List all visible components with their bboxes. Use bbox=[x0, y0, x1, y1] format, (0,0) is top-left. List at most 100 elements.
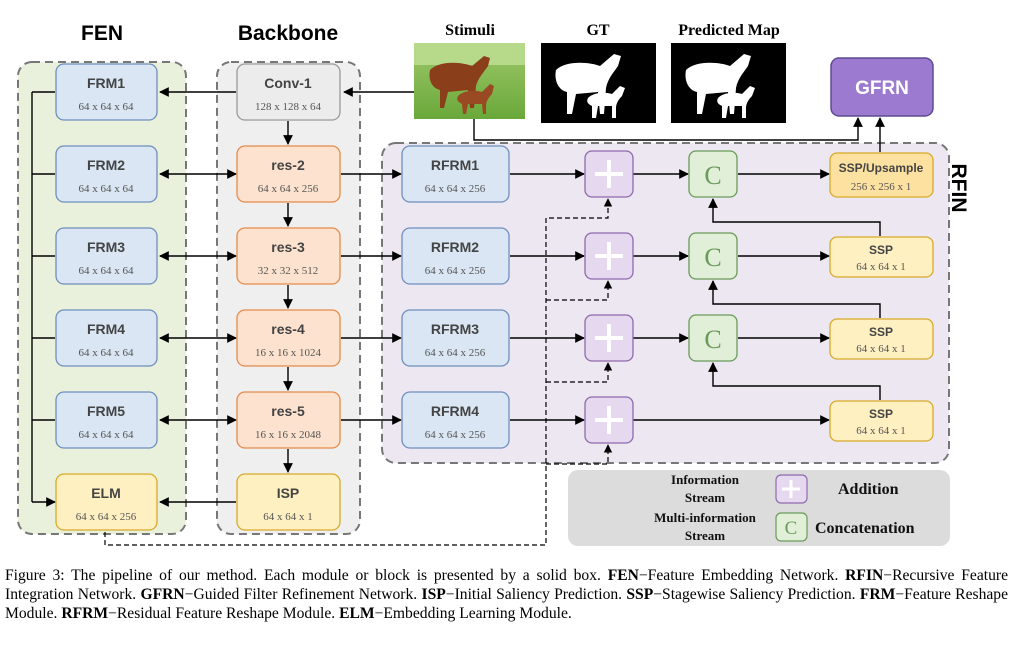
frm2-name: FRM2 bbox=[87, 157, 125, 173]
frm5-name: FRM5 bbox=[87, 403, 125, 419]
legend: Information Stream Multi-information Str… bbox=[568, 470, 950, 546]
fen-group bbox=[17, 61, 187, 535]
legend-info-line2: Stream bbox=[685, 490, 725, 505]
res3-name: res-3 bbox=[271, 239, 305, 255]
figure-caption: Figure 3: The pipeline of our method. Ea… bbox=[5, 566, 1008, 623]
caption-abbr-frm: FRM bbox=[859, 586, 896, 603]
isp-dim: 64 x 64 x 1 bbox=[263, 511, 313, 523]
frm2-dim: 64 x 64 x 64 bbox=[79, 183, 135, 195]
caption-def-elm: −Embedding Learning Module. bbox=[374, 605, 572, 622]
rfrm3-name: RFRM3 bbox=[431, 321, 479, 337]
stimuli-image bbox=[414, 43, 525, 119]
caption-def-rfin: −Recursive Feature Integration Network. bbox=[5, 567, 1008, 603]
predicted-title: Predicted Map bbox=[678, 22, 780, 39]
legend-addition-icon bbox=[775, 474, 808, 504]
legend-multi-line2: Stream bbox=[685, 528, 725, 543]
legend-info-line1: Information bbox=[671, 472, 740, 487]
frm4-dim: 64 x 64 x 64 bbox=[79, 347, 135, 359]
rfrm3-dim: 64 x 64 x 256 bbox=[425, 347, 486, 359]
ssp-upsample-name: SSP/Upsample bbox=[839, 161, 924, 175]
ssp-box-2: SSP 64 x 64 x 1 bbox=[829, 318, 934, 360]
addition-node-3 bbox=[584, 314, 634, 362]
connectors bbox=[31, 87, 885, 507]
concat-letter-3: C bbox=[704, 325, 721, 354]
gt-image bbox=[541, 43, 656, 123]
rfrm1-dim: 64 x 64 x 256 bbox=[425, 183, 486, 195]
backbone-title: Backbone bbox=[238, 22, 338, 45]
stimuli-title: Stimuli bbox=[445, 22, 495, 39]
rfin-title: RFIN bbox=[947, 164, 970, 213]
rfrm2-name: RFRM2 bbox=[431, 239, 479, 255]
caption-abbr-elm: ELM bbox=[339, 605, 375, 622]
gfrn-box bbox=[830, 57, 934, 117]
isp-box: ISP 64 x 64 x 1 bbox=[236, 473, 341, 531]
concat-node-1: C bbox=[688, 150, 738, 198]
ssp-box-3: SSP 64 x 64 x 1 bbox=[829, 400, 934, 442]
frm3-box: FRM3 64 x 64 x 64 bbox=[55, 227, 158, 285]
ssp-3-name: SSP bbox=[869, 407, 893, 421]
caption-def-fen: −Feature Embedding Network. bbox=[638, 567, 839, 584]
rfrm4-box: RFRM4 64 x 64 x 256 bbox=[401, 391, 510, 449]
caption-abbr-rfrm: RFRM bbox=[61, 605, 109, 622]
res2-name: res-2 bbox=[271, 157, 305, 173]
frm3-name: FRM3 bbox=[87, 239, 125, 255]
fen-title: FEN bbox=[81, 22, 123, 45]
conv1-name: Conv-1 bbox=[264, 75, 312, 91]
ssp-2-dim: 64 x 64 x 1 bbox=[856, 343, 906, 355]
frm4-box: FRM4 64 x 64 x 64 bbox=[55, 309, 158, 367]
concat-letter-1: C bbox=[704, 161, 721, 190]
predicted-map-image bbox=[671, 43, 786, 123]
concat-letter-2: C bbox=[704, 243, 721, 272]
ssp-box-1: SSP 64 x 64 x 1 bbox=[829, 236, 934, 278]
res4-name: res-4 bbox=[271, 321, 305, 337]
elm-box: ELM 64 x 64 x 256 bbox=[55, 473, 158, 531]
res4-dim: 16 x 16 x 1024 bbox=[255, 347, 322, 359]
legend-addition-label: Addition bbox=[838, 481, 899, 498]
frm1-box: FRM1 64 x 64 x 64 bbox=[55, 63, 158, 121]
elm-dim: 64 x 64 x 256 bbox=[76, 511, 137, 523]
caption-abbr-gfrn: GFRN bbox=[140, 586, 185, 603]
ssp-3-dim: 64 x 64 x 1 bbox=[856, 425, 906, 437]
frm3-dim: 64 x 64 x 64 bbox=[79, 265, 135, 277]
res3-box: res-3 32 x 32 x 512 bbox=[236, 227, 341, 285]
gt-title: GT bbox=[586, 22, 609, 39]
res4-box: res-4 16 x 16 x 1024 bbox=[236, 309, 341, 367]
ssp-1-dim: 64 x 64 x 1 bbox=[856, 261, 906, 273]
rfin-group bbox=[381, 142, 950, 464]
res3-dim: 32 x 32 x 512 bbox=[258, 265, 319, 277]
caption-def-frm: −Feature Reshape Module. bbox=[5, 586, 1009, 622]
legend-concat-icon: C bbox=[775, 512, 808, 542]
ssp-upsample-dim: 256 x 256 x 1 bbox=[851, 181, 912, 193]
legend-multi-line1: Multi-information bbox=[654, 510, 757, 525]
res2-dim: 64 x 64 x 256 bbox=[258, 183, 319, 195]
frm5-box: FRM5 64 x 64 x 64 bbox=[55, 391, 158, 449]
ssp-upsample-box: SSP/Upsample 256 x 256 x 1 bbox=[829, 152, 934, 198]
gfrn-label: GFRN bbox=[855, 78, 909, 99]
rfrm4-name: RFRM4 bbox=[431, 403, 479, 419]
rfrm2-dim: 64 x 64 x 256 bbox=[425, 265, 486, 277]
frm4-name: FRM4 bbox=[87, 321, 125, 337]
conv1-box: Conv-1 128 x 128 x 64 bbox=[236, 63, 341, 121]
pipeline-diagram: FEN Backbone RFIN Stimuli GT Predicted M… bbox=[17, 22, 970, 546]
concat-node-2: C bbox=[688, 232, 738, 280]
rfrm1-name: RFRM1 bbox=[431, 157, 479, 173]
elm-name: ELM bbox=[91, 485, 121, 501]
res5-box: res-5 16 x 16 x 2048 bbox=[236, 391, 341, 449]
caption-abbr-isp: ISP bbox=[421, 586, 446, 603]
isp-name: ISP bbox=[277, 485, 300, 501]
rfrm4-dim: 64 x 64 x 256 bbox=[425, 429, 486, 441]
rfrm1-box: RFRM1 64 x 64 x 256 bbox=[401, 145, 510, 203]
concat-node-3: C bbox=[688, 314, 738, 362]
legend-concat-letter: C bbox=[785, 518, 798, 539]
caption-def-ssp: −Stagewise Saliency Prediction. bbox=[653, 586, 856, 603]
rfrm2-box: RFRM2 64 x 64 x 256 bbox=[401, 227, 510, 285]
res2-box: res-2 64 x 64 x 256 bbox=[236, 145, 341, 203]
frm5-dim: 64 x 64 x 64 bbox=[79, 429, 135, 441]
frm2-box: FRM2 64 x 64 x 64 bbox=[55, 145, 158, 203]
ssp-1-name: SSP bbox=[869, 243, 893, 257]
rfrm3-box: RFRM3 64 x 64 x 256 bbox=[401, 309, 510, 367]
caption-def-rfrm: −Residual Feature Reshape Module. bbox=[108, 605, 336, 622]
caption-abbr-fen: FEN bbox=[607, 567, 639, 584]
addition-node-2 bbox=[584, 232, 634, 280]
caption-abbr-rfin: RFIN bbox=[845, 567, 884, 584]
